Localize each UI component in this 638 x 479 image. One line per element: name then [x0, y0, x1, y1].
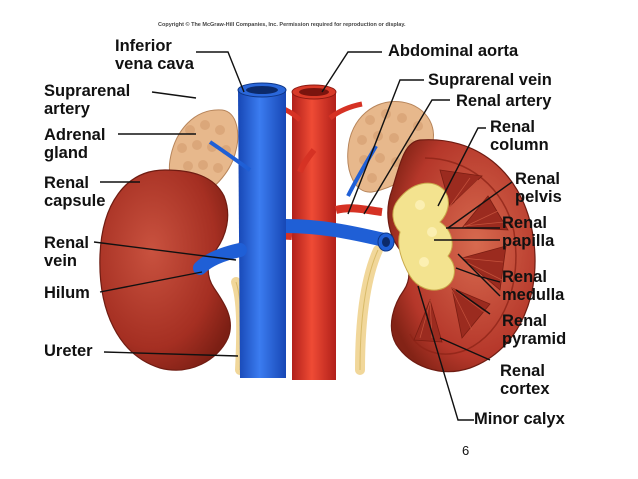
- inferior-vena-cava: [193, 82, 395, 378]
- left-kidney: [99, 169, 231, 371]
- label-renal-papilla-line1: Renal: [502, 214, 547, 232]
- label-suprarenal-artery-line1: Suprarenal: [44, 82, 131, 100]
- label-renal-pyramid-line2: pyramid: [502, 330, 567, 348]
- label-renal-medulla-line1: Renal: [502, 268, 547, 286]
- label-abdominal-aorta: Abdominal aorta: [388, 42, 519, 60]
- label-renal-capsule-line1: Renal: [44, 174, 89, 192]
- label-adrenal-gland-line2: gland: [44, 144, 88, 162]
- label-minor-calyx: Minor calyx: [474, 410, 565, 428]
- label-renal-medulla-line2: medulla: [502, 286, 565, 304]
- label-ureter: Ureter: [44, 342, 93, 360]
- label-renal-pyramid-line1: Renal: [502, 312, 547, 330]
- label-inferior-vena-cava-line1: Inferior: [115, 37, 172, 55]
- label-adrenal-gland-line1: Adrenal: [44, 126, 106, 144]
- page-number: 6: [462, 443, 470, 458]
- label-renal-papilla-line2: papilla: [502, 232, 555, 250]
- label-renal-column-line2: column: [490, 136, 549, 154]
- label-renal-artery: Renal artery: [456, 92, 552, 110]
- label-renal-column-line1: Renal: [490, 118, 535, 136]
- label-hilum: Hilum: [44, 284, 90, 302]
- copyright-notice: Copyright © The McGraw-Hill Companies, I…: [158, 22, 406, 28]
- left-adrenal-gland: [168, 109, 239, 198]
- label-renal-pelvis-line2: pelvis: [515, 188, 562, 206]
- label-inferior-vena-cava-line2: vena cava: [115, 55, 194, 73]
- label-renal-vein-line2: vein: [44, 252, 78, 270]
- renal-pelvis: [392, 182, 455, 291]
- label-renal-cortex-line1: Renal: [500, 362, 545, 380]
- right-kidney: [387, 139, 536, 373]
- label-renal-vein-line1: Renal: [44, 234, 89, 252]
- leader-lines: [93, 51, 513, 421]
- label-renal-pelvis-line1: Renal: [515, 170, 560, 188]
- label-suprarenal-artery-line2: artery: [44, 100, 90, 118]
- label-suprarenal-vein: Suprarenal vein: [428, 71, 552, 89]
- label-renal-cortex-line2: cortex: [500, 380, 550, 398]
- label-renal-capsule-line2: capsule: [44, 192, 106, 210]
